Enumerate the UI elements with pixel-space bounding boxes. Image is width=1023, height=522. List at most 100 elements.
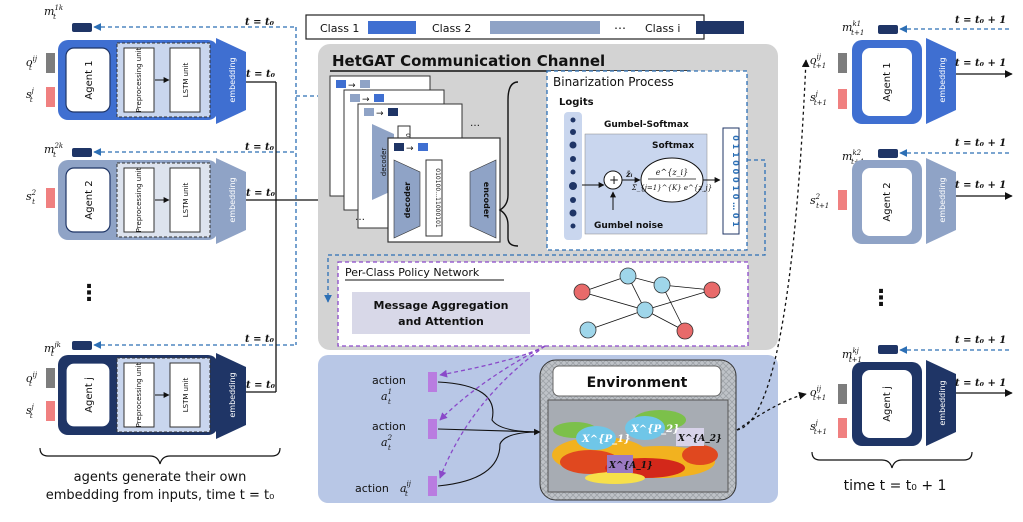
agent1-preprocessing: Preprocessing unit <box>135 47 143 112</box>
right-caption: time t = t₀ + 1 <box>844 478 947 494</box>
r-agentj-time-top: t = t₀ + 1 <box>955 335 1006 346</box>
actionj-block <box>428 476 437 496</box>
legend-class1-label: Class 1 <box>320 22 359 35</box>
svg-text:→: → <box>362 95 370 105</box>
agent1-time-emb: t = t₀ <box>246 69 276 80</box>
right-brace <box>811 451 973 469</box>
environment-title: Environment <box>587 375 688 391</box>
legend-classi-swatch <box>696 21 744 34</box>
policy-network-box: Per-Class Policy Network Message Aggrega… <box>337 261 749 347</box>
legend-class2-label: Class 2 <box>432 22 471 35</box>
binarization-title: Binarization Process <box>553 75 674 89</box>
gumbel-softmax-label: Gumbel-Softmax <box>604 120 689 130</box>
agent2-name: Agent 2 <box>84 180 95 219</box>
agent2-message-token <box>72 148 92 157</box>
agentj-time-top: t = t₀ <box>245 334 275 345</box>
agent2-embedding: embedding <box>228 177 237 222</box>
agentj-state-block <box>46 401 55 421</box>
front-decoder: decoder <box>403 182 412 219</box>
agent1-message-token <box>72 23 92 32</box>
env-label-p1: X^{P_1} <box>581 434 630 445</box>
aggregation-line1: Message Aggregation <box>374 299 509 312</box>
mid-bits: 01 <box>404 133 411 141</box>
env-a1-blob <box>607 455 633 473</box>
left-brace <box>39 447 281 465</box>
agentj-name: Agent j <box>84 377 95 413</box>
r-agentj-embedding: embedding <box>938 380 947 425</box>
aggregation-box <box>352 292 530 334</box>
right-vertical-dots: ⋮ <box>870 286 892 311</box>
formula-numerator: e^{z_i} <box>656 168 688 177</box>
svg-text:→: → <box>348 81 356 91</box>
front-bits: 010100…11000101 <box>434 168 441 228</box>
legend-class1-swatch <box>368 21 416 34</box>
legend-classi-label: Class i <box>645 22 681 35</box>
class-legend: Class 1 Class 2 ⋯ Class i <box>305 14 744 40</box>
env-label-a2: X^{A_2} <box>677 434 722 444</box>
agent1-lstm: LSTM unit <box>182 63 190 98</box>
r-agent2-time-emb: t = t₀ + 1 <box>955 180 1006 191</box>
agent2-preprocessing: Preprocessing unit <box>135 167 143 232</box>
r-agentj-name: Agent j <box>882 386 893 422</box>
agent1-embedding: embedding <box>228 57 237 102</box>
stack-ellipsis-right: … <box>470 118 480 129</box>
legend-class2-swatch <box>490 21 600 34</box>
agentj-preprocessing: Preprocessing unit <box>135 362 143 427</box>
agentj-embedding: embedding <box>228 372 237 417</box>
left-caption-line1: agents generate their own <box>74 470 247 485</box>
mid-decoder: decoder <box>380 148 388 177</box>
env-label-p2: X^{P_2} <box>630 424 679 435</box>
env-a2-blob <box>676 428 704 446</box>
aggregation-line2: and Attention <box>398 315 484 328</box>
action2-block <box>428 419 437 439</box>
policy-title: Per-Class Policy Network <box>345 266 480 279</box>
agent1-state-block <box>46 87 55 107</box>
r-agentj-time-emb: t = t₀ + 1 <box>955 378 1006 389</box>
heatmap-blobs <box>552 410 718 484</box>
action1-label: action <box>372 374 406 387</box>
logits-label: Logits <box>559 97 594 108</box>
svg-text:→: → <box>376 109 384 119</box>
agentj-lstm: LSTM unit <box>182 378 190 413</box>
env-p2-blob <box>625 416 665 440</box>
actionj-label: action <box>355 482 389 495</box>
environment-box: Environment X^{P_1} X^{P_2} X^{A_1} X^{A… <box>539 359 737 501</box>
r-agent1-time-emb: t = t₀ + 1 <box>955 58 1006 69</box>
gumbel-noise-label: Gumbel noise <box>594 221 663 231</box>
agent1-time-top: t = t₀ <box>245 17 275 28</box>
zi-label: z̄ᵢ <box>625 169 633 179</box>
agent1-obs-block <box>46 53 55 73</box>
front-encoder: encoder <box>482 182 491 219</box>
action2-label: action <box>372 420 406 433</box>
left-vertical-dots: ⋮ <box>78 281 100 306</box>
agent2-state-block <box>46 188 55 208</box>
agent2-lstm: LSTM unit <box>182 183 190 218</box>
r-agent1-embedding: embedding <box>938 57 947 102</box>
binarization-box: Binarization Process Logits Gumbel-Softm… <box>546 70 748 251</box>
action1-block <box>428 372 437 392</box>
legend-ellipsis: ⋯ <box>614 21 626 35</box>
env-label-a1: X^{A_1} <box>608 461 653 471</box>
agentj-message-token <box>72 341 92 350</box>
